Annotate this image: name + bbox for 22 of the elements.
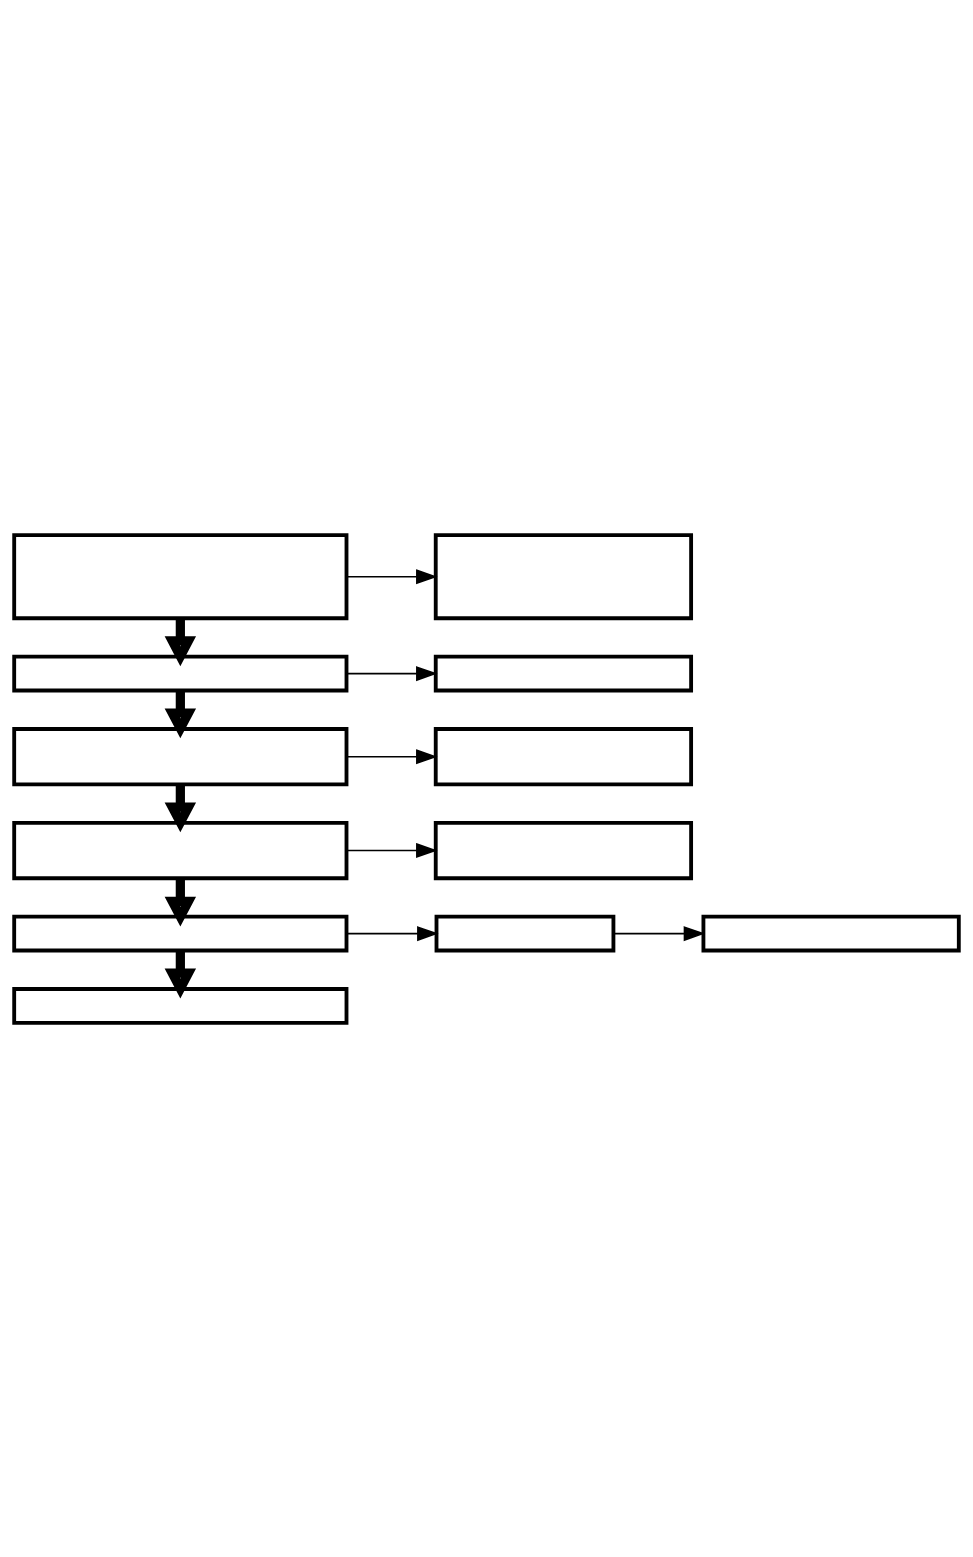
arrow	[164, 690, 197, 738]
arrow	[164, 784, 197, 832]
node-box	[433, 654, 694, 692]
node-box	[12, 914, 349, 952]
node-box	[12, 726, 349, 786]
node-box	[433, 820, 694, 880]
arrow	[345, 925, 439, 941]
arrow	[345, 842, 438, 858]
node-box	[12, 654, 349, 692]
node-box	[12, 532, 349, 620]
arrow	[164, 878, 197, 927]
arrow	[345, 665, 438, 681]
node-box	[12, 986, 349, 1025]
node-box	[12, 820, 349, 880]
arrow	[164, 617, 197, 666]
arrow	[345, 568, 438, 584]
arrow	[345, 748, 438, 764]
node-box	[433, 726, 694, 786]
node-box	[701, 914, 961, 952]
arrow	[164, 950, 197, 998]
node-box	[434, 914, 616, 952]
node-box	[433, 532, 694, 620]
